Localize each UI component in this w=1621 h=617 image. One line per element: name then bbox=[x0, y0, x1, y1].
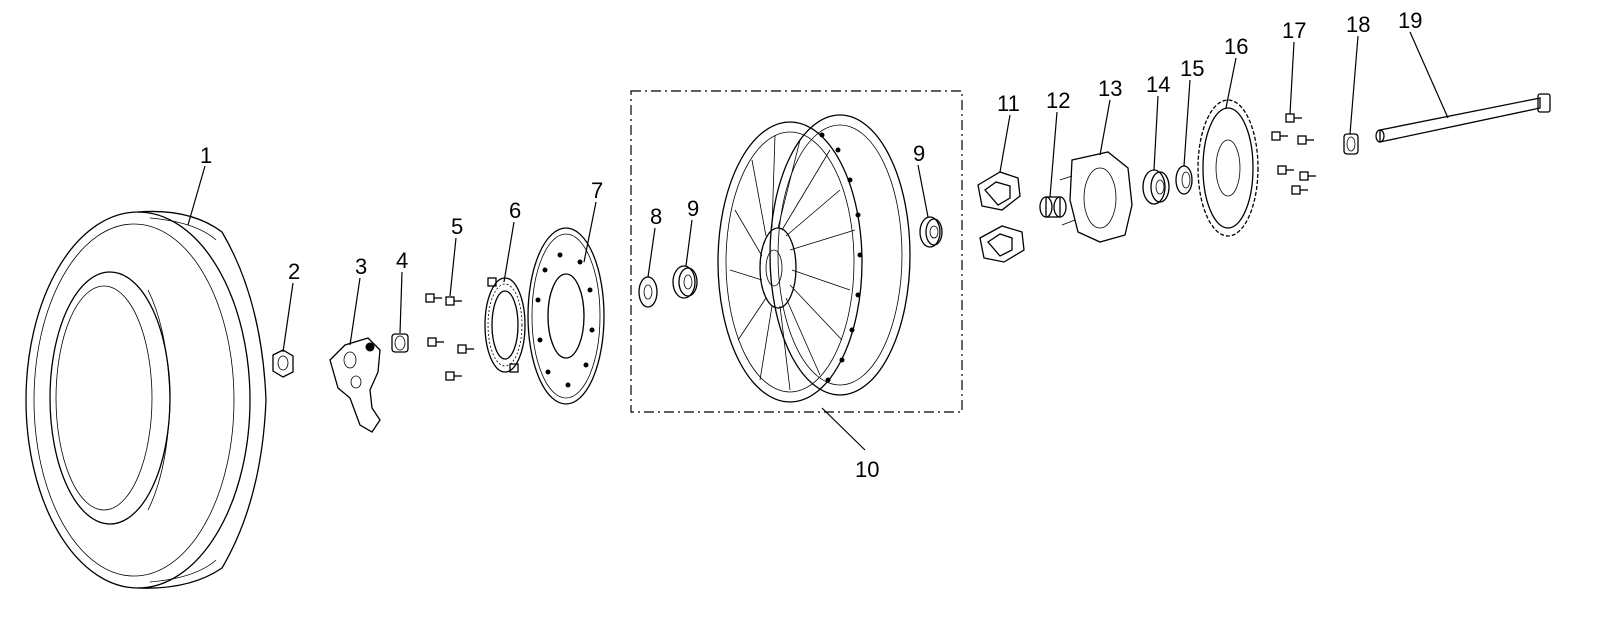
cush-rubbers-part bbox=[977, 171, 1025, 263]
label-part-3: 3 bbox=[355, 254, 367, 279]
label-part-8: 8 bbox=[650, 204, 662, 229]
brake-disc-part bbox=[527, 227, 605, 405]
label-part-15: 15 bbox=[1180, 56, 1204, 81]
axle-nut-part bbox=[272, 349, 294, 378]
part-labels: 1 2 3 4 5 6 7 8 9 9 10 11 12 13 14 15 16… bbox=[200, 8, 1422, 482]
bearing-left-part bbox=[672, 265, 698, 299]
label-part-18: 18 bbox=[1346, 12, 1370, 37]
label-part-9-left: 9 bbox=[687, 196, 699, 221]
label-part-14: 14 bbox=[1146, 72, 1170, 97]
carrier-bearing-part bbox=[1142, 169, 1170, 205]
abs-ring-part bbox=[484, 277, 526, 373]
axle-part bbox=[1375, 93, 1551, 143]
label-part-11: 11 bbox=[997, 91, 1020, 116]
bushing-part bbox=[1039, 196, 1067, 218]
bearing-right-part bbox=[919, 216, 943, 248]
label-part-19: 19 bbox=[1398, 8, 1422, 33]
label-part-1: 1 bbox=[200, 143, 212, 168]
wheel-assembly-frame bbox=[630, 90, 963, 413]
caliper-bracket-part bbox=[329, 337, 381, 433]
label-part-2: 2 bbox=[288, 259, 300, 284]
label-part-6: 6 bbox=[509, 198, 521, 223]
leader-lines bbox=[187, 31, 1449, 451]
label-part-17: 17 bbox=[1282, 18, 1306, 43]
label-part-4: 4 bbox=[396, 248, 408, 273]
label-part-13: 13 bbox=[1098, 76, 1122, 101]
sprocket-bolts-part bbox=[1271, 113, 1316, 195]
spacer-part bbox=[391, 333, 409, 353]
wheel-rim-part bbox=[717, 114, 911, 403]
washer-part bbox=[638, 276, 658, 308]
axle-spacer-part bbox=[1343, 133, 1359, 155]
disc-bolts-part bbox=[425, 293, 474, 381]
sprocket-carrier-part bbox=[1059, 151, 1133, 243]
label-part-12: 12 bbox=[1046, 88, 1070, 113]
tire-part bbox=[25, 210, 267, 589]
oil-seal-part bbox=[1175, 165, 1193, 195]
label-part-9-right: 9 bbox=[913, 141, 925, 166]
label-part-7: 7 bbox=[591, 178, 603, 203]
label-part-16: 16 bbox=[1224, 34, 1248, 59]
label-part-10: 10 bbox=[855, 457, 879, 482]
rear-sprocket-part bbox=[1197, 99, 1259, 237]
label-part-5: 5 bbox=[451, 214, 463, 239]
